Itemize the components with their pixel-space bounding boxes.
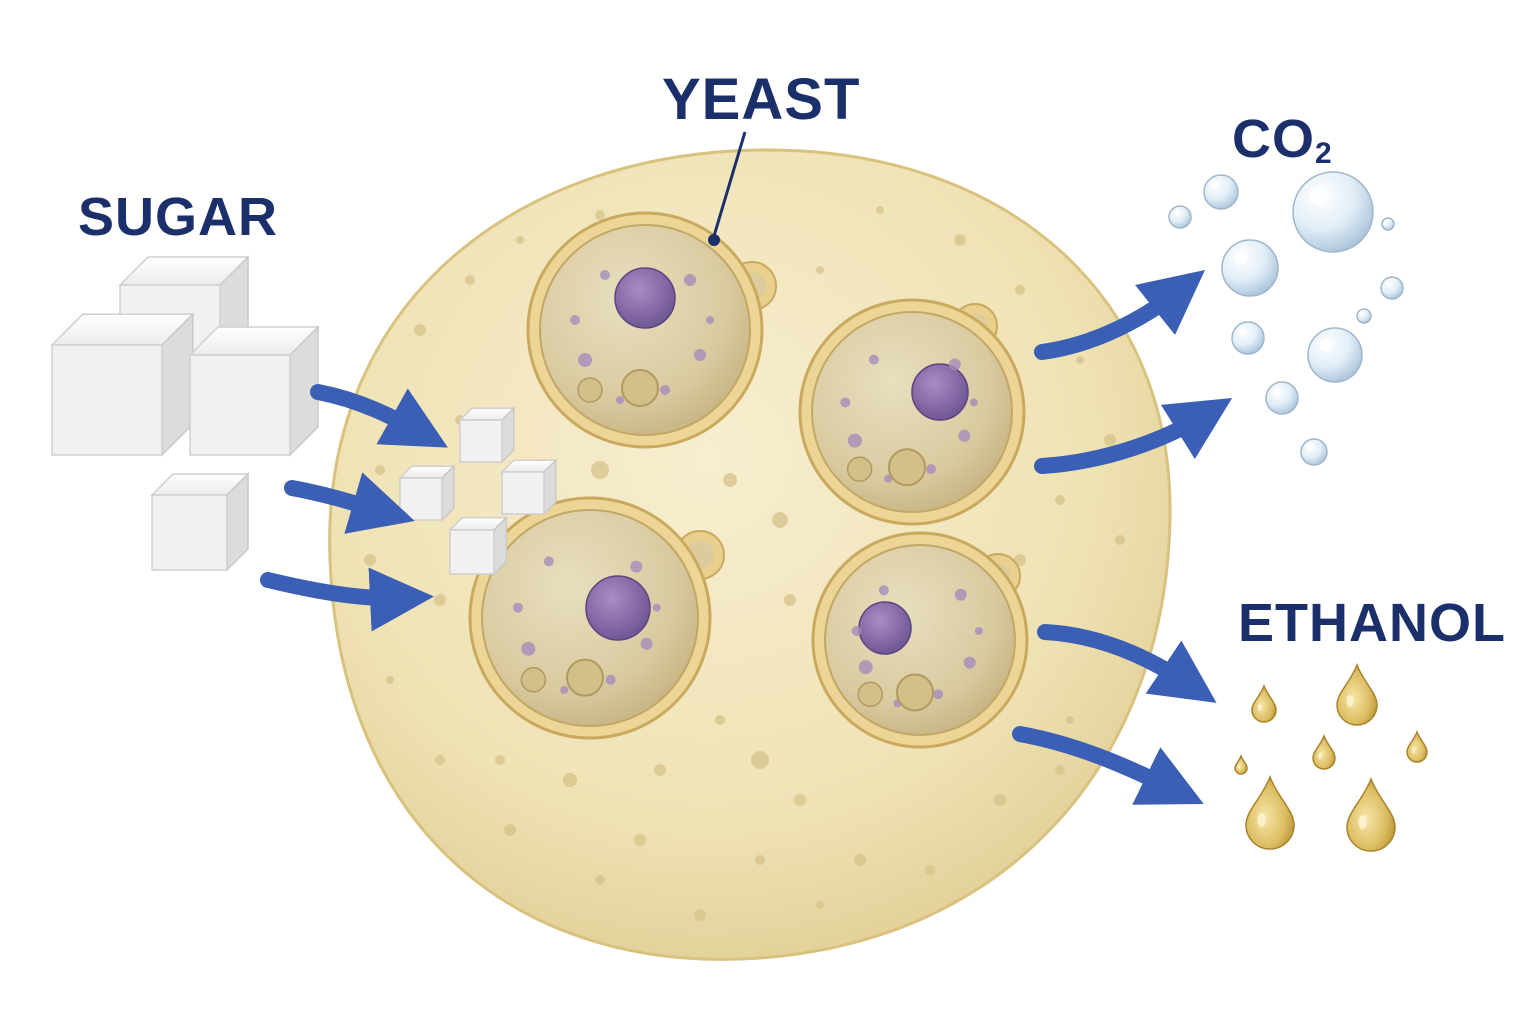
ethanol-out-arrow-2 <box>1012 726 1204 805</box>
co2-out-arrow-2 <box>1034 398 1233 474</box>
yeast-cell-icon <box>811 531 1029 749</box>
sugar-cube-icon <box>398 464 456 522</box>
gas-bubble-icon <box>1307 327 1363 383</box>
yeast-cells <box>468 211 1029 749</box>
sugar-in-arrow-1 <box>310 384 448 448</box>
gas-bubble-icon <box>1221 239 1279 297</box>
sugar-cube-icon <box>50 312 195 457</box>
yeast-pointer-dot <box>708 234 720 246</box>
gas-bubble-icon <box>1300 438 1328 466</box>
flow-arrows <box>260 270 1233 805</box>
co2-label: CO2 <box>1232 108 1333 171</box>
yeast-cell-icon <box>798 298 1026 526</box>
gas-bubble-icon <box>1381 217 1395 231</box>
gas-bubble-icon <box>1168 205 1192 229</box>
gas-bubble-icon <box>1265 381 1299 415</box>
co2-bubbles <box>1168 171 1404 466</box>
ethanol-droplets <box>1234 662 1428 852</box>
ethanol-label: ETHANOL <box>1238 593 1506 653</box>
gas-bubble-icon <box>1203 174 1239 210</box>
sugar-label: SUGAR <box>78 187 279 247</box>
sugar-cubes <box>50 255 558 576</box>
liquid-droplet-icon <box>1346 776 1396 852</box>
sugar-cube-icon <box>188 325 320 457</box>
liquid-droplet-icon <box>1336 662 1378 726</box>
co2-out-arrow-1 <box>1034 270 1205 360</box>
sugar-cube-icon <box>458 406 516 464</box>
sugar-in-arrow-3 <box>260 567 434 632</box>
liquid-droplet-icon <box>1234 753 1248 775</box>
co2-label-subscript: 2 <box>1315 137 1333 170</box>
liquid-droplet-icon <box>1312 733 1336 770</box>
gas-bubble-icon <box>1380 276 1404 300</box>
sugar-cube-icon <box>500 458 558 516</box>
liquid-droplet-icon <box>1406 729 1428 763</box>
ethanol-out-arrow-1 <box>1037 624 1217 703</box>
co2-label-main: CO <box>1232 109 1315 169</box>
gas-bubble-icon <box>1292 171 1374 253</box>
sugar-cube-icon <box>150 472 250 572</box>
yeast-pointer-line <box>712 131 747 237</box>
gas-bubble-icon <box>1231 321 1265 355</box>
liquid-droplet-icon <box>1251 683 1277 723</box>
sugar-cube-icon <box>448 515 509 576</box>
sugar-in-arrow-2 <box>284 472 415 534</box>
yeast-cell-icon <box>468 496 725 740</box>
yeast-label: YEAST <box>662 67 861 132</box>
liquid-droplet-icon <box>1245 774 1295 850</box>
yeast-cell-icon <box>526 211 777 449</box>
gas-bubble-icon <box>1356 308 1372 324</box>
